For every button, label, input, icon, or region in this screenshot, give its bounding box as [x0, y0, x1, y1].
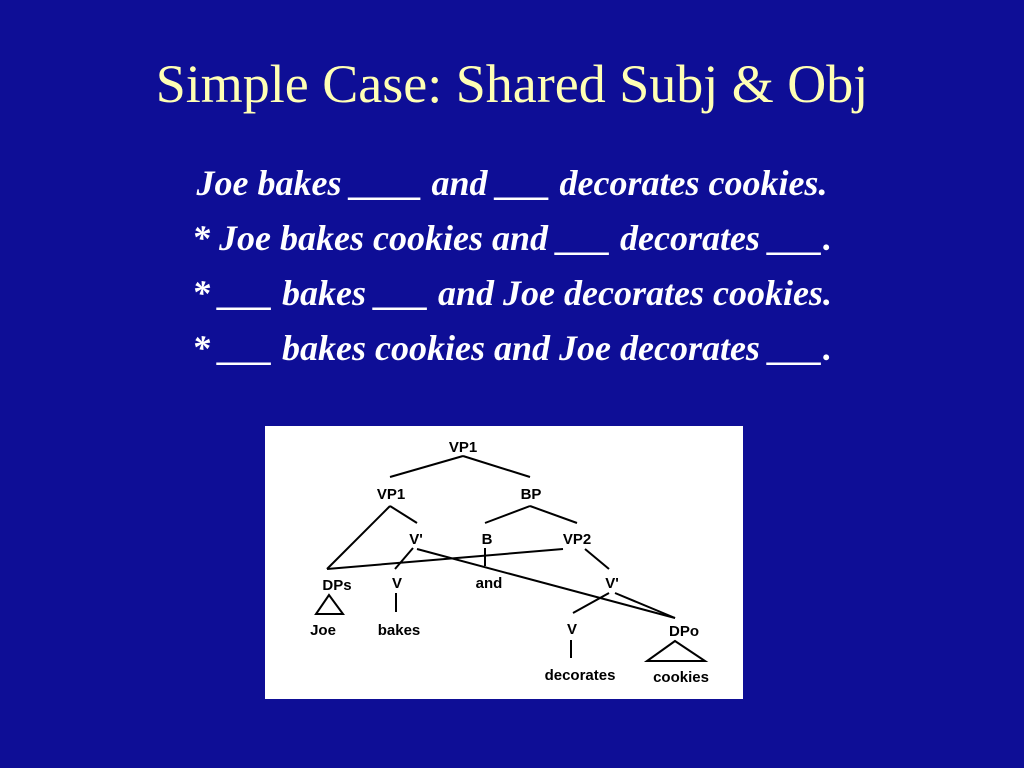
- edge-bp-vp2: [529, 505, 578, 524]
- triangle-dpo: [643, 639, 709, 662]
- node-cookies: cookies: [653, 669, 709, 686]
- node-vbar-right: V': [605, 575, 619, 592]
- example-sentences: Joe bakes ____ and ___ decorates cookies…: [0, 156, 1024, 376]
- node-joe: Joe: [310, 622, 336, 639]
- edge-bp-b: [484, 505, 531, 524]
- syntax-tree-diagram: VP1 VP1 BP V' B VP2 DPs V and V' Joe bak…: [265, 426, 743, 699]
- node-vp2: VP2: [563, 531, 591, 548]
- tree-edges: [314, 455, 709, 662]
- slide-title: Simple Case: Shared Subj & Obj: [155, 54, 869, 114]
- node-dps: DPs: [322, 577, 351, 594]
- sentence-3: * ___ bakes ___ and Joe decorates cookie…: [192, 273, 832, 313]
- node-v-right: V: [567, 621, 577, 638]
- edge-root-vp1: [389, 455, 464, 478]
- edge-vbar-dpo: [416, 548, 676, 619]
- edge-vp2-vbar: [584, 548, 610, 570]
- edge-vp2-dps: [326, 548, 564, 570]
- node-vp1-root: VP1: [449, 439, 477, 456]
- syntax-tree-svg: VP1 VP1 BP V' B VP2 DPs V and V' Joe bak…: [310, 439, 709, 686]
- node-and: and: [476, 575, 503, 592]
- sentence-2: * Joe bakes cookies and ___ decorates __…: [192, 218, 832, 258]
- edge-vbar2-dpo: [614, 592, 676, 619]
- node-b: B: [482, 531, 493, 548]
- sentence-4: * ___ bakes cookies and Joe decorates __…: [192, 328, 832, 368]
- sentence-1: Joe bakes ____ and ___ decorates cookies…: [196, 163, 828, 203]
- edge-vbar-v: [394, 547, 414, 570]
- edge-vp1-vbar: [389, 505, 418, 524]
- node-vbar-left: V': [409, 531, 423, 548]
- edge-vp1-dps: [326, 505, 391, 570]
- node-vp1-inner: VP1: [377, 486, 405, 503]
- node-dpo: DPo: [669, 623, 699, 640]
- triangle-dps: [314, 593, 345, 615]
- node-bakes: bakes: [378, 622, 421, 639]
- node-bp: BP: [521, 486, 542, 503]
- node-decorates: decorates: [545, 667, 616, 684]
- tree-labels: VP1 VP1 BP V' B VP2 DPs V and V' Joe bak…: [310, 439, 709, 686]
- edge-root-bp: [462, 455, 531, 478]
- edge-vbar2-v: [572, 592, 610, 614]
- node-v-left: V: [392, 575, 402, 592]
